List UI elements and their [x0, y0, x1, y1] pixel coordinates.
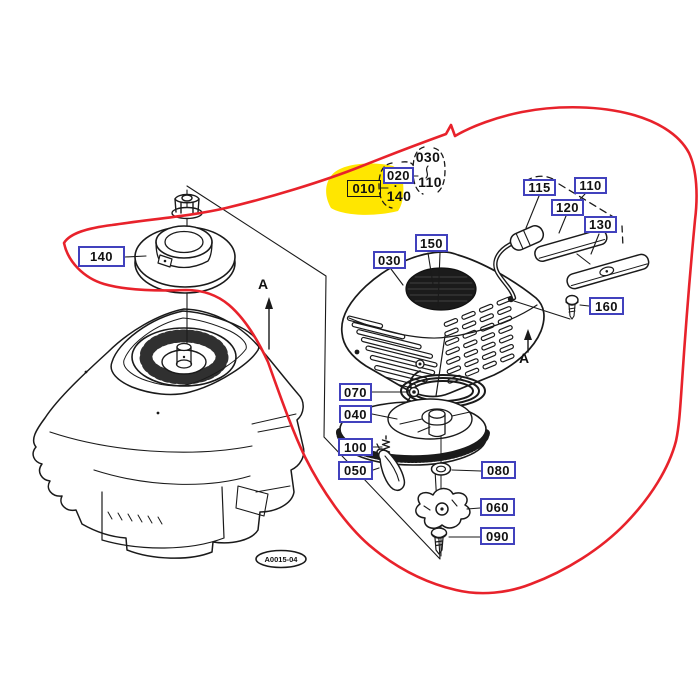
- cable-cap: [509, 225, 545, 251]
- rope-pulley: [336, 398, 490, 466]
- engine-assembly: [32, 308, 305, 559]
- view-arrow-right: [524, 329, 532, 353]
- highlight-blob: [326, 163, 404, 215]
- stop-switch-body: [534, 229, 608, 263]
- stamp-oval: [255, 549, 307, 569]
- red-freehand-outline: [62, 105, 698, 595]
- cover-opening: [405, 267, 477, 311]
- starter-ratchet: [415, 487, 471, 529]
- flywheel-fan: [131, 327, 237, 387]
- group-dashed-lines: [378, 146, 624, 248]
- stop-switch-plate: [566, 253, 650, 290]
- leader-lines: [124, 175, 600, 538]
- view-arrow-left: [265, 297, 273, 350]
- starter-handle: [376, 443, 406, 491]
- washer: [430, 462, 452, 476]
- stop-switch-cable: [493, 225, 545, 301]
- ratchet-screw: [430, 527, 448, 555]
- terminal-screw: [565, 294, 579, 320]
- starter-cup: [134, 225, 236, 294]
